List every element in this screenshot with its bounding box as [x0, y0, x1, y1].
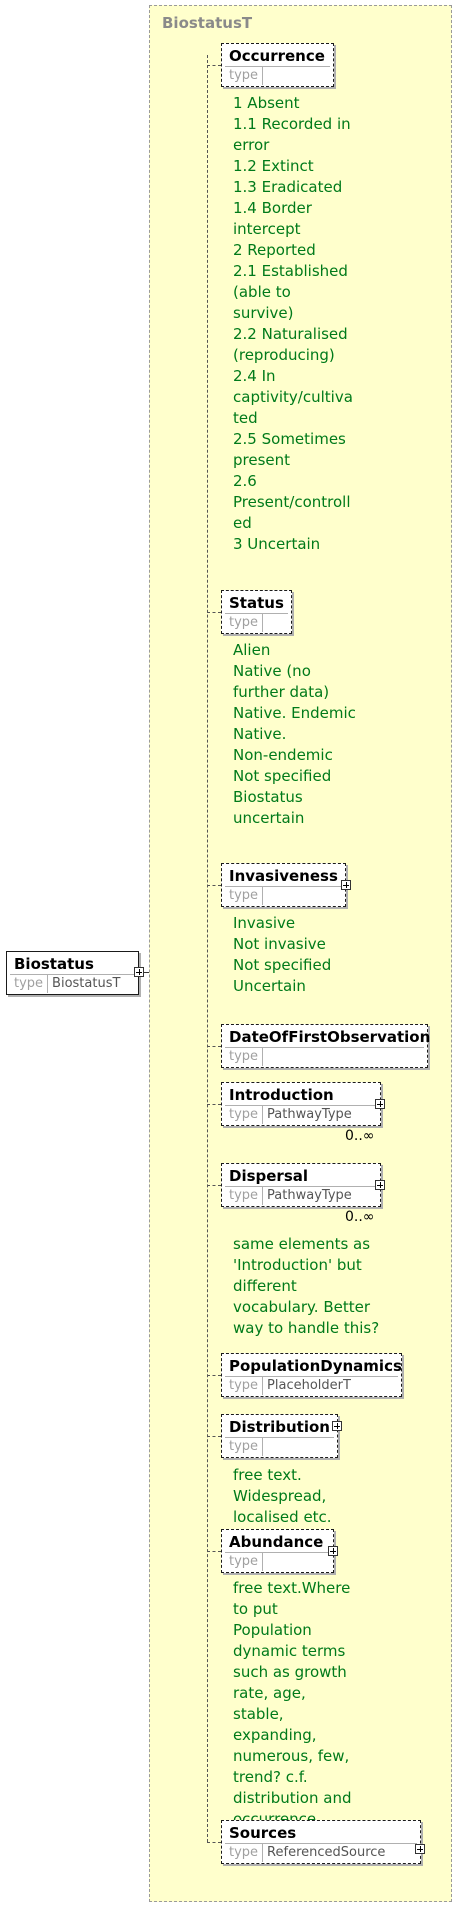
- element-abundance[interactable]: Abundance type: [221, 1529, 334, 1573]
- connector-invasiveness: [207, 885, 221, 886]
- dispersal-multiplicity: 0..∞: [345, 1209, 375, 1225]
- element-name: Abundance: [229, 1533, 324, 1551]
- type-key: type: [225, 1553, 264, 1571]
- root-expand-plus-icon[interactable]: [134, 967, 144, 977]
- doc-invasiveness: Invasive Not invasive Not specified Unce…: [233, 914, 332, 995]
- connector-introduction: [207, 1104, 221, 1105]
- type-row: type: [225, 1552, 330, 1571]
- distribution-expand-plus-icon[interactable]: [332, 1421, 342, 1431]
- doc-abundance: free text.Where to put Population dynami…: [233, 1579, 352, 1828]
- root-type-row: type BiostatusT: [10, 974, 135, 993]
- invasiveness-expand-plus-icon[interactable]: [341, 880, 351, 890]
- type-row: type: [225, 613, 288, 632]
- element-date-of-first-observation[interactable]: DateOfFirstObservation type: [221, 1024, 431, 1068]
- abundance-expand-plus-icon[interactable]: [328, 1546, 338, 1556]
- sources-expand-plus-icon[interactable]: [415, 1844, 425, 1854]
- connector-distribution: [207, 1436, 221, 1437]
- type-value: PathwayType: [267, 1107, 352, 1122]
- connector-datefirstobs: [207, 1046, 221, 1047]
- doc-distribution: free text. Widespread, localised etc.: [233, 1466, 332, 1526]
- complex-type-container: BiostatusT: [149, 5, 452, 1902]
- doc-status: Alien Native (no further data) Native. E…: [233, 641, 356, 827]
- element-name: Sources: [229, 1824, 297, 1842]
- container-title: BiostatusT: [162, 14, 253, 32]
- type-value: [263, 887, 271, 905]
- doc-dispersal: same elements as 'Introduction' but diff…: [233, 1235, 380, 1337]
- element-name: PopulationDynamics: [229, 1357, 402, 1375]
- introduction-expand-plus-icon[interactable]: [375, 1099, 385, 1109]
- element-name: Dispersal: [229, 1167, 309, 1185]
- root-element-name: Biostatus: [14, 955, 94, 973]
- root-type-value: BiostatusT: [52, 976, 121, 991]
- type-key: type: [225, 1438, 264, 1456]
- type-key: type: [225, 1106, 264, 1124]
- type-value: [263, 67, 271, 85]
- root-element-biostatus[interactable]: Biostatus type BiostatusT: [6, 951, 139, 995]
- element-occurrence[interactable]: Occurrence type: [221, 43, 334, 87]
- element-status[interactable]: Status type: [221, 590, 292, 634]
- type-row: type: [225, 1437, 334, 1456]
- introduction-multiplicity: 0..∞: [345, 1128, 375, 1144]
- element-name: Occurrence: [229, 47, 325, 65]
- element-invasiveness[interactable]: Invasiveness type: [221, 863, 346, 907]
- connector-abundance: [207, 1551, 221, 1552]
- element-name: Invasiveness: [229, 867, 338, 885]
- element-name: Distribution: [229, 1418, 330, 1436]
- doc-occurrence: 1 Absent 1.1 Recorded in error 1.2 Extin…: [233, 94, 353, 553]
- connector-sources: [207, 1842, 221, 1843]
- type-key: type: [225, 1377, 264, 1395]
- connector-populationdynamics: [207, 1375, 221, 1376]
- element-name: Status: [229, 594, 284, 612]
- tree-vertical-line: [207, 55, 208, 1842]
- type-value: PlaceholderT: [267, 1378, 351, 1393]
- type-value: [263, 1048, 271, 1066]
- type-key: type: [225, 614, 264, 632]
- dispersal-expand-plus-icon[interactable]: [375, 1180, 385, 1190]
- type-key: type: [225, 887, 264, 905]
- type-key: type: [225, 1187, 264, 1205]
- connector-status: [207, 612, 221, 613]
- root-type-key: type: [10, 975, 49, 993]
- type-key: type: [225, 1048, 264, 1066]
- type-key: type: [225, 67, 264, 85]
- type-key: type: [225, 1844, 264, 1862]
- connector-occurrence: [207, 65, 221, 66]
- type-value: PathwayType: [267, 1188, 352, 1203]
- connector-dispersal: [207, 1185, 221, 1186]
- type-row: type: [225, 1047, 424, 1066]
- type-row: type: [225, 886, 342, 905]
- type-row: type: [225, 66, 330, 85]
- element-distribution[interactable]: Distribution type: [221, 1414, 338, 1458]
- type-value: [263, 614, 271, 632]
- type-value: [263, 1438, 271, 1456]
- element-name: Introduction: [229, 1086, 334, 1104]
- type-value: [263, 1553, 271, 1571]
- element-name: DateOfFirstObservation: [229, 1028, 431, 1046]
- type-value: ReferencedSource: [267, 1845, 386, 1860]
